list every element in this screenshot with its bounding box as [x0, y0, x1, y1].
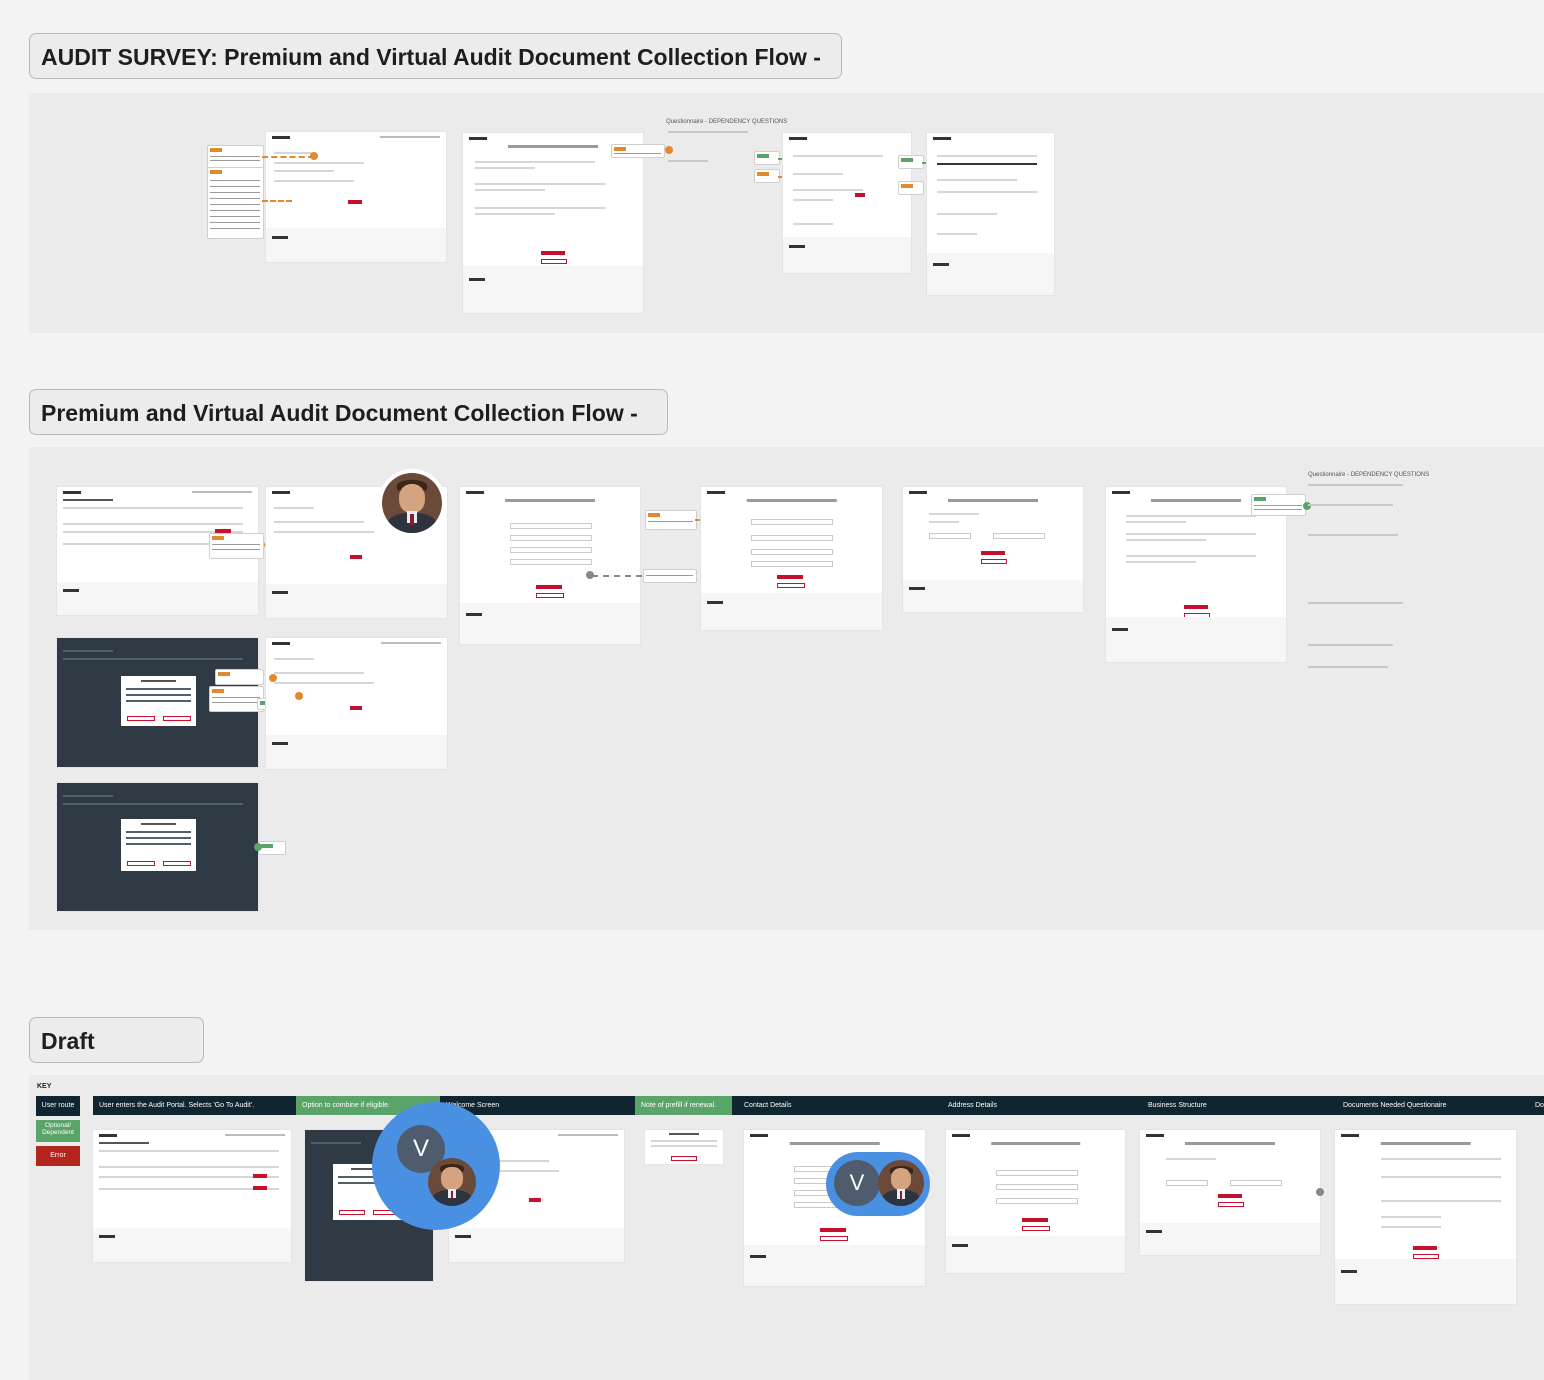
questionnaire-dependency-label: Questionnaire - DEPENDENCY QUESTIONS: [666, 119, 788, 125]
dependency-questions-list: [1308, 484, 1408, 684]
lane-business: Business Structure: [1142, 1096, 1337, 1115]
connector: [262, 200, 292, 202]
annotation-note[interactable]: [207, 145, 264, 169]
connector: [262, 156, 314, 158]
draft-address-details[interactable]: [946, 1130, 1125, 1273]
connector-dot: [269, 674, 277, 682]
draft-prefill-note[interactable]: [645, 1130, 723, 1164]
screen-welcome-survey[interactable]: [266, 132, 446, 262]
lane-welcome: Welcome Screen: [440, 1096, 635, 1115]
annotation-note[interactable]: [611, 144, 665, 158]
collaborator-avatar[interactable]: [382, 473, 442, 533]
annotation-note[interactable]: [754, 169, 780, 183]
screen-business-survey[interactable]: [927, 133, 1054, 295]
collaborator-avatar[interactable]: [878, 1160, 924, 1206]
connector-dot: [1316, 1188, 1324, 1196]
annotation-note[interactable]: [754, 151, 780, 165]
collaborator-initial-badge[interactable]: V: [834, 1160, 880, 1206]
draft-premium-audit-summary[interactable]: [93, 1130, 291, 1262]
annotation-note[interactable]: [643, 569, 697, 583]
connector-dot: [1303, 502, 1311, 510]
lane-audit-portal: User enters the Audit Portal. Selects 'G…: [93, 1096, 296, 1115]
screen-combine-audits-modal-2[interactable]: [57, 783, 258, 911]
key-user-route: User route: [36, 1096, 80, 1116]
questionnaire-dependency-label: Questionnaire - DEPENDENCY QUESTIONS: [1308, 472, 1430, 478]
key-error: Error: [36, 1146, 80, 1166]
collaborator-initial-badge[interactable]: V: [397, 1125, 445, 1173]
screen-contact-details[interactable]: [460, 487, 640, 644]
key-optional-dependent: Optional/ Dependent: [36, 1120, 80, 1142]
annotation-note[interactable]: [898, 181, 924, 195]
screen-business-structure[interactable]: [903, 487, 1083, 612]
annotation-note[interactable]: [215, 669, 264, 685]
lane-next: Do: [1532, 1096, 1544, 1115]
collaborator-avatar[interactable]: [428, 1158, 476, 1206]
screen-questionnaire-flow[interactable]: [1106, 487, 1286, 662]
annotation-note[interactable]: [207, 167, 264, 239]
lane-documents: Documents Needed Questionaire: [1337, 1096, 1532, 1115]
annotation-note[interactable]: [645, 510, 697, 530]
connector-dot: [586, 571, 594, 579]
lane-contact: Contact Details: [732, 1096, 942, 1115]
connector-dot: [295, 692, 303, 700]
section-title-flow: Premium and Virtual Audit Document Colle…: [29, 389, 668, 472]
annotation-note[interactable]: [209, 533, 264, 559]
screen-address-details[interactable]: [701, 487, 882, 630]
connector-dot: [665, 146, 673, 154]
screen-questionnaire-survey[interactable]: [463, 133, 643, 313]
draft-business-structure[interactable]: [1140, 1130, 1320, 1255]
screen-welcome-flow-2[interactable]: [266, 638, 447, 769]
annotation-note[interactable]: [258, 841, 286, 855]
dependency-text: [668, 160, 708, 162]
annotation-note[interactable]: [1251, 494, 1306, 516]
annotation-note[interactable]: [898, 155, 924, 169]
section-title-audit-survey: AUDIT SURVEY: Premium and Virtual Audit …: [29, 33, 842, 116]
connector-dot: [310, 152, 318, 160]
connector: [592, 575, 642, 577]
connector-dot: [254, 843, 262, 851]
section-title-draft-proposal: Draft Proposal: [29, 1017, 204, 1100]
key-title: KEY: [37, 1083, 52, 1090]
draft-questionnaire[interactable]: [1335, 1130, 1516, 1304]
annotation-note[interactable]: [209, 686, 264, 712]
lane-address: Address Details: [942, 1096, 1142, 1115]
dependency-text: [668, 131, 748, 133]
screen-address-survey[interactable]: [783, 133, 911, 273]
lane-prefill: Note of prefill if renewal.: [635, 1096, 732, 1115]
